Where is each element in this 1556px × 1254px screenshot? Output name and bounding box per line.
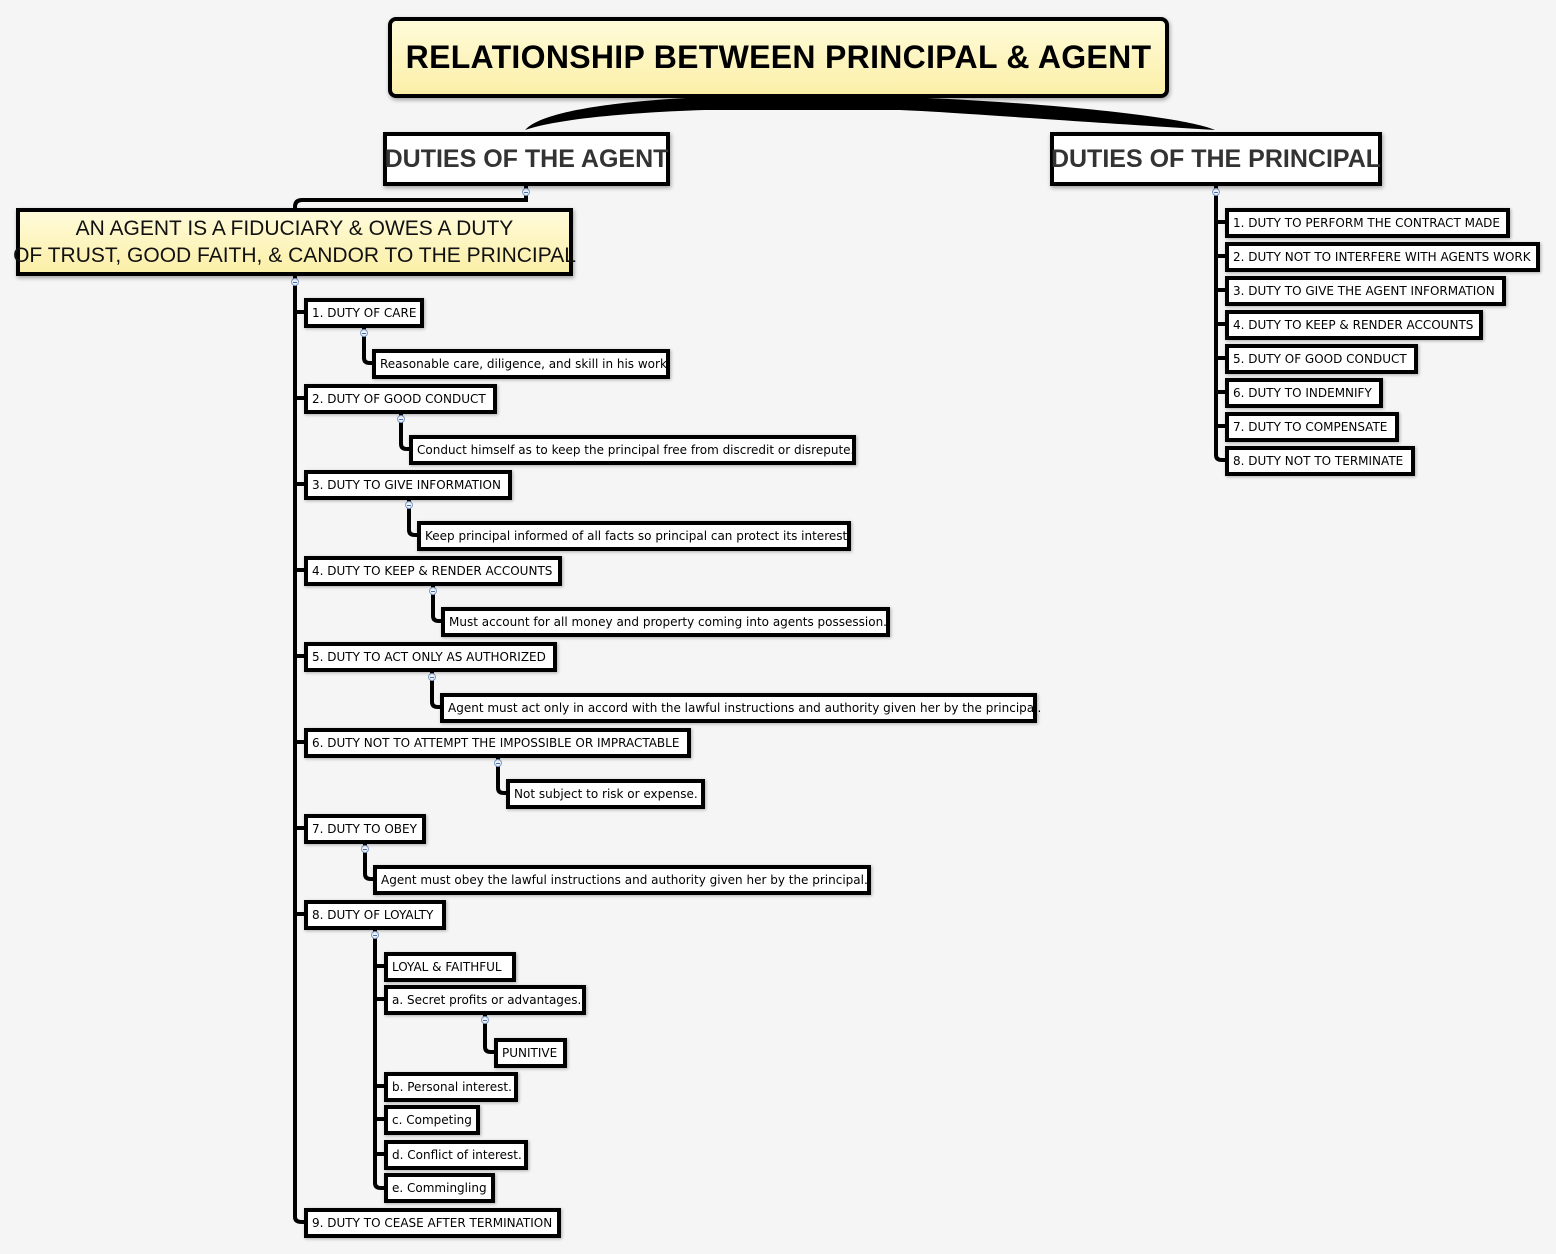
principal-duty-3[interactable]: 3. DUTY TO GIVE THE AGENT INFORMATION xyxy=(1225,276,1506,306)
loyalty-item-secret-profits[interactable]: a. Secret profits or advantages. xyxy=(384,985,586,1015)
agent-duty-4[interactable]: 4. DUTY TO KEEP & RENDER ACCOUNTS xyxy=(304,556,562,586)
loyalty-item-loyal-faithful[interactable]: LOYAL & FAITHFUL xyxy=(384,952,516,982)
agent-duty-3[interactable]: 3. DUTY TO GIVE INFORMATION xyxy=(304,470,512,500)
agent-duty-7[interactable]: 7. DUTY TO OBEY xyxy=(304,814,426,844)
principal-duty-4[interactable]: 4. DUTY TO KEEP & RENDER ACCOUNTS xyxy=(1225,310,1483,340)
agent-duty-2[interactable]: 2. DUTY OF GOOD CONDUCT xyxy=(304,384,497,414)
principal-duties-topic[interactable]: DUTIES OF THE PRINCIPAL xyxy=(1050,132,1382,186)
fiduciary-topic[interactable]: AN AGENT IS A FIDUCIARY & OWES A DUTY OF… xyxy=(13,208,576,276)
principal-duty-2[interactable]: 2. DUTY NOT TO INTERFERE WITH AGENTS WOR… xyxy=(1225,242,1540,272)
agent-duty-1[interactable]: 1. DUTY OF CARE xyxy=(304,298,424,328)
agent-duty-8[interactable]: 8. DUTY OF LOYALTY xyxy=(304,900,446,930)
collapse-toggle-duty-2[interactable] xyxy=(397,415,405,423)
collapse-toggle-duty-6[interactable] xyxy=(494,759,502,767)
collapse-toggle-principal[interactable] xyxy=(1212,188,1220,196)
agent-duty-5[interactable]: 5. DUTY TO ACT ONLY AS AUTHORIZED xyxy=(304,642,557,672)
collapse-toggle-duty-7[interactable] xyxy=(361,845,369,853)
loyalty-item-punitive[interactable]: PUNITIVE xyxy=(494,1038,567,1068)
loyalty-item-commingling[interactable]: e. Commingling xyxy=(384,1173,495,1203)
principal-duty-5[interactable]: 5. DUTY OF GOOD CONDUCT xyxy=(1225,344,1418,374)
collapse-toggle-duty-3[interactable] xyxy=(405,501,413,509)
collapse-toggle-agent[interactable] xyxy=(522,188,530,196)
agent-duties-topic[interactable]: DUTIES OF THE AGENT xyxy=(383,132,670,186)
agent-duty-5-detail[interactable]: Agent must act only in accord with the l… xyxy=(440,693,1041,723)
agent-duty-3-detail[interactable]: Keep principal informed of all facts so … xyxy=(417,521,851,551)
agent-duty-6-detail[interactable]: Not subject to risk or expense. xyxy=(506,779,705,809)
agent-duty-7-detail[interactable]: Agent must obey the lawful instructions … xyxy=(373,865,871,895)
collapse-toggle-duty-1[interactable] xyxy=(360,329,368,337)
agent-duty-2-detail[interactable]: Conduct himself as to keep the principal… xyxy=(409,435,856,465)
loyalty-item-competing[interactable]: c. Competing xyxy=(384,1105,480,1135)
fiduciary-line-2: OF TRUST, GOOD FAITH, & CANDOR TO THE PR… xyxy=(13,244,576,267)
principal-duty-6[interactable]: 6. DUTY TO INDEMNIFY xyxy=(1225,378,1383,408)
principal-duty-1[interactable]: 1. DUTY TO PERFORM THE CONTRACT MADE xyxy=(1225,208,1510,238)
collapse-toggle-fiduciary[interactable] xyxy=(291,278,299,286)
central-topic[interactable]: RELATIONSHIP BETWEEN PRINCIPAL & AGENT xyxy=(388,17,1169,98)
collapse-toggle-duty-5[interactable] xyxy=(428,673,436,681)
collapse-toggle-duty-4[interactable] xyxy=(429,587,437,595)
agent-duty-6[interactable]: 6. DUTY NOT TO ATTEMPT THE IMPOSSIBLE OR… xyxy=(304,728,691,758)
loyalty-item-conflict-of-interest[interactable]: d. Conflict of interest. xyxy=(384,1140,528,1170)
agent-duty-1-detail[interactable]: Reasonable care, diligence, and skill in… xyxy=(372,349,671,379)
principal-duty-8[interactable]: 8. DUTY NOT TO TERMINATE xyxy=(1225,446,1415,476)
fiduciary-line-1: AN AGENT IS A FIDUCIARY & OWES A DUTY xyxy=(75,217,514,240)
collapse-toggle-secret-profits[interactable] xyxy=(481,1016,489,1024)
principal-duty-7[interactable]: 7. DUTY TO COMPENSATE xyxy=(1225,412,1399,442)
loyalty-item-personal-interest[interactable]: b. Personal interest. xyxy=(384,1072,518,1102)
agent-duty-9[interactable]: 9. DUTY TO CEASE AFTER TERMINATION xyxy=(304,1208,561,1238)
collapse-toggle-duty-8[interactable] xyxy=(371,931,379,939)
agent-duty-4-detail[interactable]: Must account for all money and property … xyxy=(441,607,890,637)
